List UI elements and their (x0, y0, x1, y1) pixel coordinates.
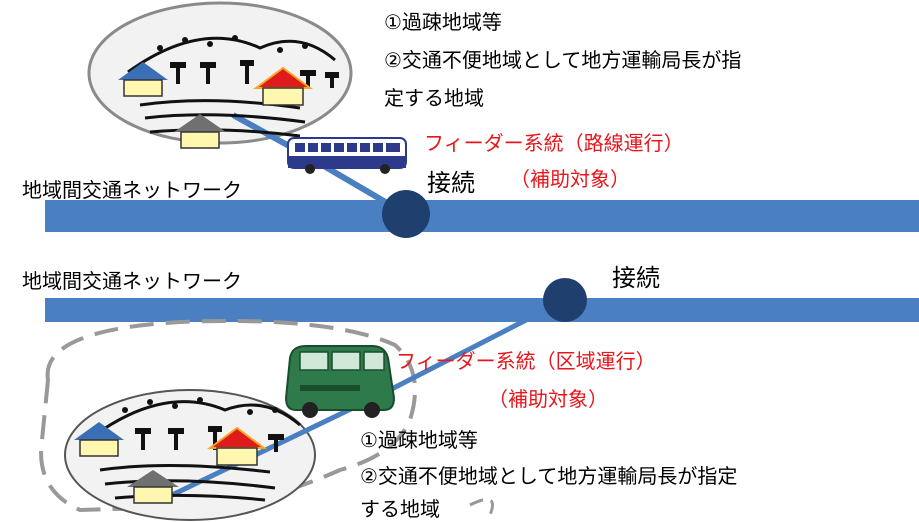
top-network-label: 地域間交通ネットワーク (22, 178, 242, 202)
house-blue-icon (74, 422, 124, 457)
service-area-top (87, 1, 353, 145)
bottom-area-line1: ①過疎地域等 (360, 428, 478, 452)
top-feeder-label: フィーダー系統（路線運行） (424, 131, 684, 155)
network-bar-bottom (45, 298, 919, 322)
top-connect-label: 接続 (427, 169, 475, 197)
house-gray-icon (127, 470, 179, 504)
dashed-tail (469, 497, 494, 516)
house-gray-icon (174, 114, 226, 149)
connection-node-top (382, 190, 430, 238)
top-area-line2a: ②交通不便地域として地方運輸局長が指 (384, 48, 742, 72)
bottom-subsidy-label: （補助対象） (488, 387, 608, 411)
bottom-area-line2b: する地域 (360, 497, 440, 521)
van-icon (284, 345, 396, 418)
bus-icon (287, 137, 407, 174)
top-subsidy-label: （補助対象） (510, 167, 630, 191)
network-bar-top (45, 200, 919, 232)
bottom-feeder-label: フィーダー系統（区域運行） (396, 349, 656, 373)
house-red-icon (252, 66, 314, 106)
bottom-connect-label: 接続 (612, 264, 660, 292)
bottom-network-label: 地域間交通ネットワーク (22, 269, 242, 293)
village-ellipse-bottom (64, 389, 316, 521)
connection-node-bottom (543, 278, 587, 322)
scenery-bottom (94, 397, 301, 502)
house-blue-icon (118, 62, 168, 97)
bottom-area-line2a: ②交通不便地域として地方運輸局長が指定 (360, 464, 738, 488)
house-red-icon (206, 426, 268, 466)
top-area-line1: ①過疎地域等 (384, 10, 502, 34)
top-area-line2b: 定する地域 (384, 86, 484, 110)
